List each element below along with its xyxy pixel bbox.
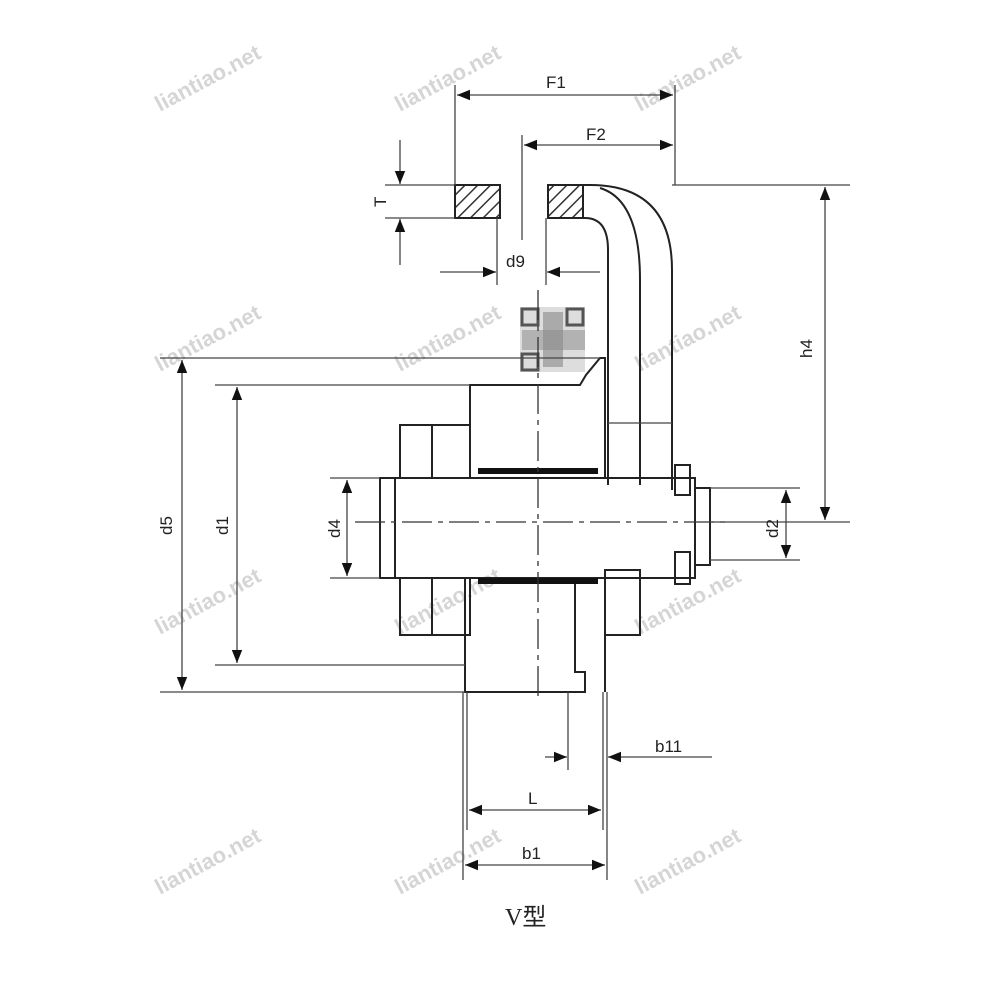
dim-label-h4: h4: [797, 339, 816, 358]
dim-label-d1: d1: [213, 516, 232, 535]
watermark: liantiao.net: [151, 563, 266, 640]
hub-assembly: [379, 357, 711, 693]
watermark: liantiao.net: [391, 40, 506, 117]
dim-label-b11: b11: [655, 737, 682, 756]
dim-label-T: T: [371, 197, 390, 207]
dim-label-F2: F2: [586, 125, 606, 144]
dim-label-d5: d5: [157, 516, 176, 535]
watermark: liantiao.net: [391, 563, 506, 640]
watermark: liantiao.net: [391, 823, 506, 900]
watermark: liantiao.net: [391, 300, 506, 377]
watermark: liantiao.net: [631, 563, 746, 640]
bracket: [454, 184, 673, 490]
qr-code: [520, 307, 585, 372]
watermark: liantiao.net: [151, 40, 266, 117]
dimension-lines: [176, 89, 831, 871]
watermark: liantiao.net: [151, 823, 266, 900]
watermark: liantiao.net: [631, 300, 746, 377]
drawing-caption: V型: [505, 904, 546, 931]
watermarks: liantiao.net liantiao.net liantiao.net l…: [151, 40, 746, 900]
dim-label-F1: F1: [546, 73, 566, 92]
dim-label-b1: b1: [522, 844, 541, 863]
dim-label-d9: d9: [506, 252, 525, 271]
watermark: liantiao.net: [631, 40, 746, 117]
dim-label-d4: d4: [325, 519, 344, 538]
extension-lines: [160, 85, 850, 880]
dim-label-d2: d2: [763, 519, 782, 538]
dim-label-L: L: [528, 789, 537, 808]
watermark: liantiao.net: [631, 823, 746, 900]
watermark: liantiao.net: [151, 300, 266, 377]
